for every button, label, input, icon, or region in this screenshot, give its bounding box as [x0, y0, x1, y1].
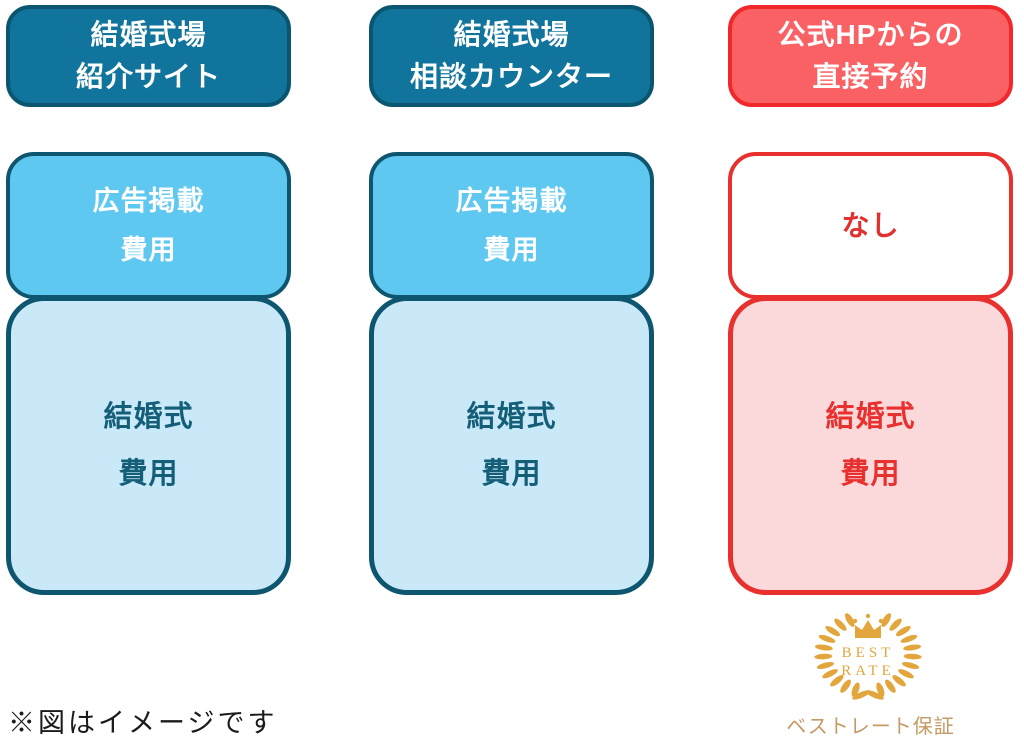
header-consultation-counter: 結婚式場 相談カウンター — [369, 5, 654, 107]
header-line: 直接予約 — [812, 61, 929, 92]
wedding-cost-box-consultation-counter: 結婚式 費用 — [369, 296, 654, 595]
header-line: 相談カウンター — [409, 61, 613, 92]
wedding-cost-line: 結婚式 — [825, 400, 916, 433]
ad-cost-box-introduction-site: 広告掲載 費用 — [6, 152, 291, 299]
wedding-cost-box-introduction-site: 結婚式 費用 — [6, 296, 291, 595]
best-rate-badge: BEST RATE — [798, 602, 938, 706]
wedding-cost-line: 費用 — [481, 457, 542, 490]
ad-cost-box-consultation-counter: 広告掲載 費用 — [369, 152, 654, 299]
laurel-wreath-icon — [814, 612, 922, 700]
ad-cost-line: なし — [841, 209, 900, 241]
wedding-cost-line: 結婚式 — [103, 400, 194, 433]
badge-text-rate: RATE — [841, 663, 895, 679]
header-line: 結婚式場 — [453, 19, 570, 50]
ad-cost-none-box: なし — [728, 152, 1013, 299]
wedding-cost-line: 費用 — [840, 457, 901, 490]
footnote: ※図はイメージです — [8, 708, 278, 738]
ad-cost-line: 広告掲載 — [455, 185, 568, 216]
ad-cost-line: 費用 — [483, 234, 540, 265]
header-official-hp-direct: 公式HPからの 直接予約 — [728, 5, 1013, 107]
crown-icon — [852, 613, 884, 638]
ad-cost-line: 広告掲載 — [92, 185, 205, 216]
badge-text-best: BEST — [842, 645, 895, 661]
badge-caption: ベストレート保証 — [786, 716, 955, 738]
header-line: 紹介サイト — [75, 61, 221, 92]
wedding-cost-line: 結婚式 — [466, 400, 557, 433]
header-line: 結婚式場 — [90, 19, 207, 50]
header-line: 公式HPからの — [777, 19, 964, 50]
header-introduction-site: 結婚式場 紹介サイト — [6, 5, 291, 107]
wedding-cost-box-official-hp: 結婚式 費用 — [728, 296, 1013, 595]
wedding-cost-line: 費用 — [118, 457, 179, 490]
ad-cost-line: 費用 — [120, 234, 177, 265]
